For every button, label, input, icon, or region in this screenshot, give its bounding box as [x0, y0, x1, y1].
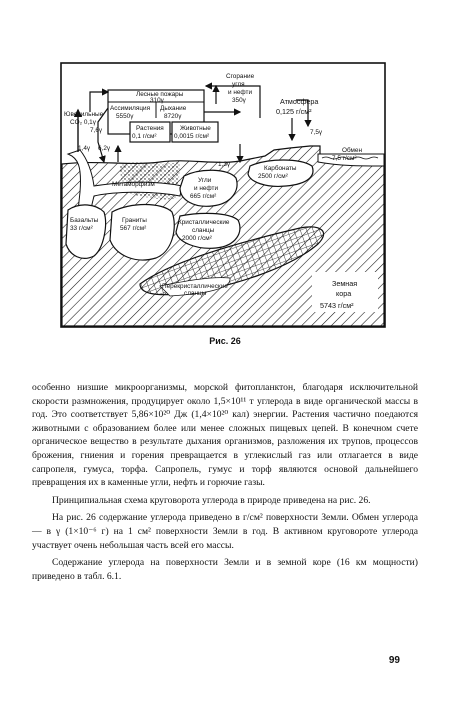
flux-6-2: 6,2γ	[98, 145, 111, 152]
fires-value: 310γ	[150, 97, 165, 104]
atmosphere-value: 0,125 г/см²	[276, 107, 312, 116]
burning-label-2: угля	[232, 81, 245, 88]
crystalline-slates-body	[175, 212, 241, 249]
earth-crust-label: Земная	[332, 279, 357, 288]
juvenile-co2-value: CO₂ 0,1γ	[70, 119, 97, 126]
granites-label: Граниты	[122, 217, 147, 224]
burning-label-3: и нефти	[228, 89, 252, 96]
paragraph: Принципиальная схема круговорота углерод…	[52, 494, 371, 506]
juvenile-co2-label: Ювенильные	[64, 111, 104, 118]
respiration-value: 8720γ	[164, 113, 182, 120]
body-text: особенно низшие микроорганизмы, морской …	[32, 381, 418, 583]
crystalline-slates-label-2: сланцы	[192, 227, 215, 234]
exchange-label: Обмен	[342, 146, 362, 154]
paragraph: На рис. 26 содержание углерода приведено…	[32, 512, 418, 551]
flux-1-4: 1,4γ	[78, 145, 91, 152]
animals-label: Животные	[180, 125, 211, 132]
coal-label: Угли	[198, 177, 212, 184]
exchange-value: 7,5 г/см²	[332, 155, 356, 162]
crystalline-slates-label: Кристаллические	[178, 219, 230, 226]
carbonates-value: 2500 г/см²	[258, 173, 288, 180]
paragraph: Содержание углерода на поверхности Земли…	[32, 557, 418, 582]
earth-crust-label-2: кора	[336, 289, 351, 298]
assimilation-label: Ассимиляция	[110, 105, 151, 112]
page-number: 99	[388, 655, 400, 666]
basalts-body	[65, 204, 107, 259]
assimilation-value: 5550γ	[116, 113, 134, 120]
flux-7-5: 7,5γ	[310, 129, 323, 136]
figure-caption: Рис. 26	[209, 336, 241, 346]
recrystallized-slates-label-2: сланцы	[184, 290, 207, 297]
earth-crust-value: 5743 г/см²	[320, 301, 354, 310]
carbon-cycle-diagram: Ювенильные CO₂ 0,1γ Лесные пожары 310γ А…	[60, 62, 386, 328]
crystalline-slates-value: 2000 г/см²	[182, 235, 212, 242]
plants-value: 0,1 г/см²	[132, 133, 156, 140]
plants-label: Растения	[136, 125, 164, 132]
burning-label: Сгорание	[226, 73, 255, 80]
flux-7-6: 7,6γ	[90, 127, 103, 134]
basalts-value: 33 г/см²	[70, 225, 93, 232]
animals-value: 0,0015 г/см²	[174, 133, 209, 140]
coal-value: 665 г/см²	[190, 193, 216, 200]
basalts-label: Базальты	[70, 217, 99, 224]
metamorphism-label: Метаморфизм	[112, 181, 155, 188]
ocean	[317, 153, 385, 167]
coal-label-2: и нефти	[194, 185, 218, 192]
fires-label: Лесные пожары	[136, 91, 184, 98]
carbonates-label: Карбонаты	[264, 164, 297, 172]
carbonates-body	[247, 159, 314, 187]
burning-value: 350γ	[232, 97, 247, 104]
respiration-label: Дыхание	[160, 105, 187, 112]
coal-oil-body	[179, 169, 238, 207]
paragraph: особенно низшие микроорганизмы, морской …	[32, 382, 418, 489]
atmosphere-label: Атмосфера	[280, 97, 318, 106]
flux-1-3: 1,3γ	[218, 161, 231, 168]
recrystallized-slates-label: Перекристаллические	[162, 283, 228, 290]
metamorphism-channel	[66, 149, 183, 235]
granites-value: 567 г/см²	[120, 225, 146, 232]
granites-body	[109, 203, 175, 261]
